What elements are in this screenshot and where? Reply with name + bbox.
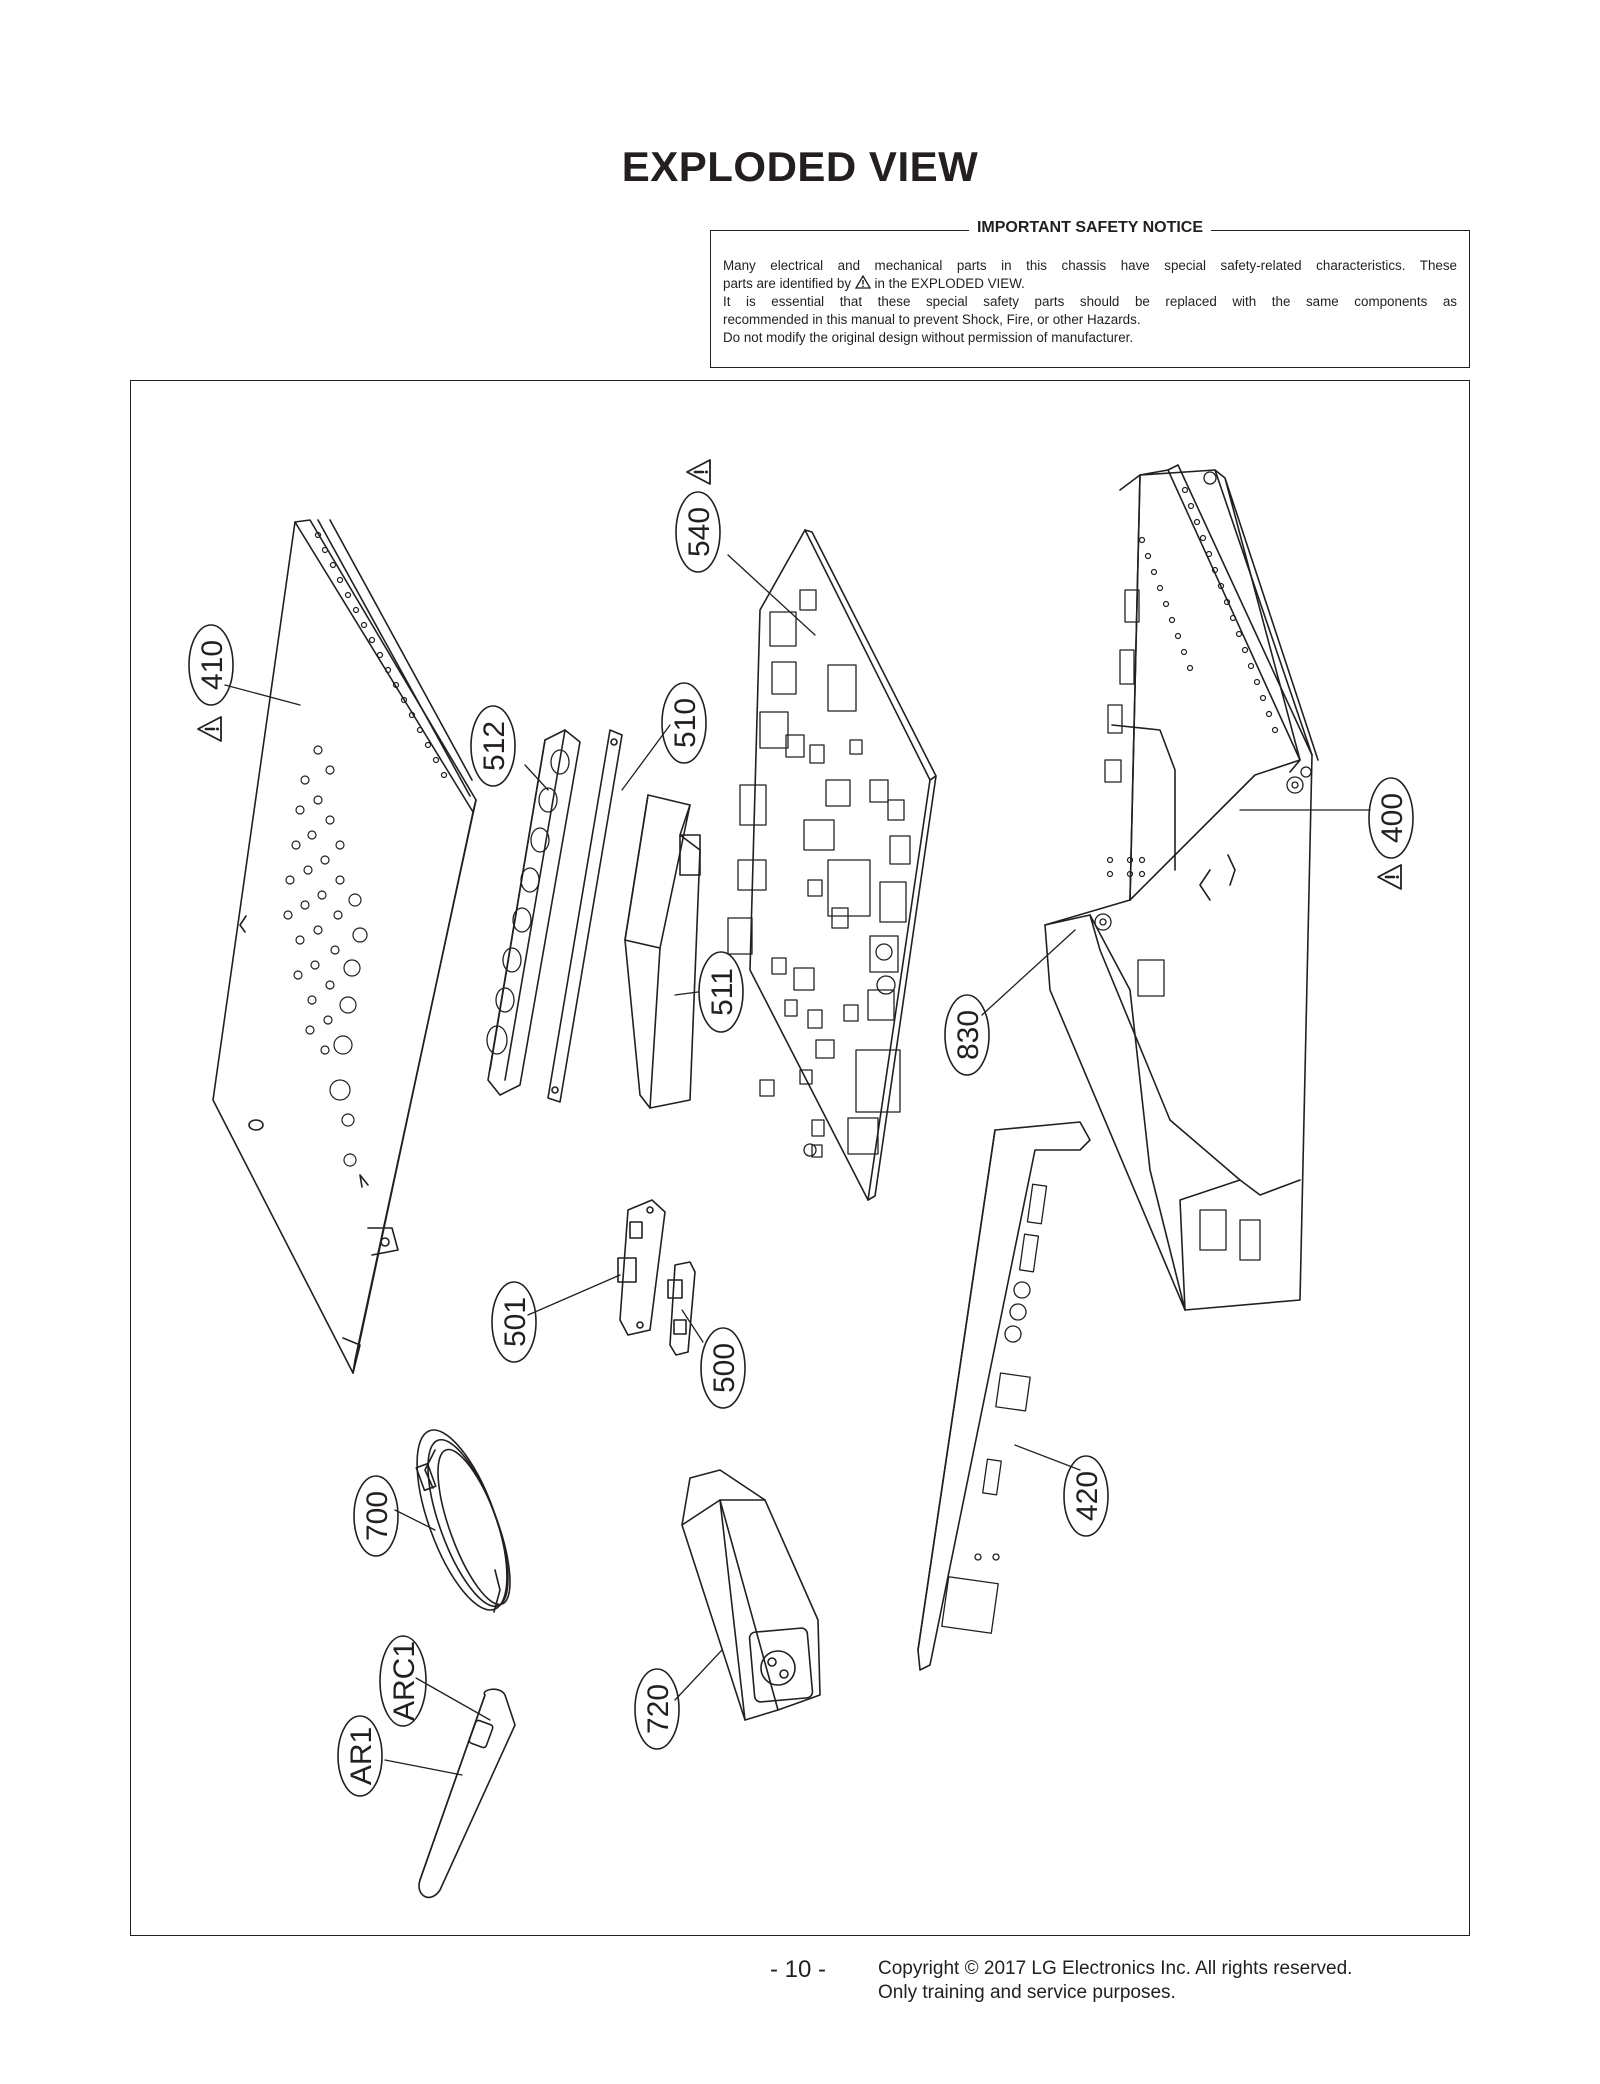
warning-triangle-icon (854, 275, 871, 289)
label-501: 501 (491, 1281, 537, 1363)
svg-text:AR1: AR1 (345, 1727, 378, 1785)
part-420-rear-panel (917, 1121, 1091, 1671)
svg-text:700: 700 (361, 1491, 394, 1541)
label-512: 512 (470, 705, 516, 787)
warning-triangle-icon (685, 458, 712, 486)
part-700-cable (415, 1429, 511, 1613)
label-ar1: AR1 (337, 1715, 383, 1797)
safety-notice-box: IMPORTANT SAFETY NOTICE Many electrical … (710, 219, 1470, 368)
part-400-chassis (1044, 464, 1319, 1311)
page-number: - 10 - (770, 1956, 827, 1983)
safety-notice-text: Many electrical and mechanical parts in … (723, 257, 1457, 347)
svg-text:511: 511 (706, 968, 739, 1016)
label-510: 510 (661, 682, 707, 764)
part-501-small-board (617, 1199, 666, 1336)
part-ar1-remote (418, 1688, 516, 1899)
part-511-shield (624, 794, 701, 1109)
page-title: EXPLODED VIEW (621, 143, 979, 190)
part-labels: 410 512 510 540 511 400 830 501 (188, 491, 1414, 1797)
copyright-notice: Copyright © 2017 LG Electronics Inc. All… (878, 1958, 1353, 2003)
label-410: 410 (188, 624, 234, 706)
svg-text:830: 830 (952, 1010, 985, 1060)
notice-line-2: parts are identified by in the EXPLODED … (723, 275, 1025, 291)
svg-text:720: 720 (642, 1684, 675, 1734)
warning-triangle-icon (196, 715, 223, 743)
svg-text:ARC1: ARC1 (388, 1641, 421, 1721)
notice-line-3: It is essential that these special safet… (723, 294, 1457, 309)
leader-lines (224, 554, 1371, 1776)
svg-text:540: 540 (683, 507, 716, 557)
label-830: 830 (944, 994, 990, 1076)
safety-notice-heading: IMPORTANT SAFETY NOTICE (711, 219, 1469, 237)
svg-text:512: 512 (478, 721, 511, 771)
label-500: 500 (700, 1327, 746, 1409)
part-410-top-cover (212, 519, 477, 1374)
warning-triangle-icon (1376, 863, 1403, 891)
label-720: 720 (634, 1668, 680, 1750)
label-511: 511 (698, 951, 744, 1033)
notice-line-5: Do not modify the original design withou… (723, 330, 1134, 345)
part-500-small-board (667, 1261, 696, 1356)
part-720-adapter (681, 1469, 821, 1721)
notice-line-4: recommended in this manual to prevent Sh… (723, 312, 1141, 327)
svg-text:420: 420 (1071, 1471, 1104, 1521)
label-540: 540 (675, 491, 721, 573)
svg-text:510: 510 (669, 698, 702, 748)
part-510-bracket (547, 729, 623, 1103)
safety-marks (196, 458, 1403, 891)
label-arc1: ARC1 (379, 1635, 427, 1727)
part-540-main-board (727, 529, 937, 1201)
label-420: 420 (1063, 1455, 1109, 1537)
exploded-view-frame (130, 380, 1470, 1936)
label-700: 700 (353, 1475, 399, 1557)
svg-text:500: 500 (708, 1343, 741, 1393)
svg-text:410: 410 (196, 640, 229, 690)
svg-text:400: 400 (1376, 793, 1409, 843)
part-512-key-board (486, 729, 581, 1096)
cover-vent-holes (283, 745, 345, 1055)
svg-text:501: 501 (499, 1297, 532, 1347)
notice-line-1: Many electrical and mechanical parts in … (723, 258, 1457, 273)
label-400: 400 (1368, 777, 1414, 859)
